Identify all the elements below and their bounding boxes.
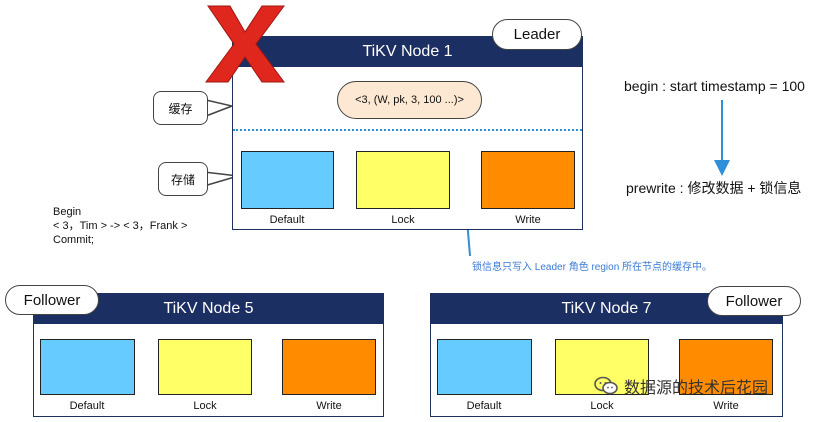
follower-role-pill-right: Follower [707, 286, 801, 316]
transaction-commit: Commit; [53, 234, 94, 246]
write-label: Write [515, 214, 541, 226]
follower-node-5: TiKV Node 5 Default Lock Write [33, 293, 384, 417]
default-label: Default [466, 400, 502, 412]
cache-callout-tail [205, 99, 235, 117]
lock-store [356, 151, 450, 209]
lock-label: Lock [193, 400, 217, 412]
transaction-begin: Begin [53, 206, 82, 218]
default-store [437, 339, 532, 395]
leader-node: TiKV Node 1 <3, (W, pk, 3, 100 ...)> Def… [232, 36, 583, 230]
lock-store [555, 339, 649, 395]
wechat-icon [594, 376, 618, 395]
red-x-icon [205, 5, 285, 83]
leader-role-pill: Leader [492, 19, 582, 50]
cache-storage-divider [233, 129, 582, 131]
watermark-text: 数据源的技术后花园 [624, 380, 769, 397]
default-label: Default [69, 400, 105, 412]
storage-callout: 存储 [158, 162, 208, 196]
prewrite-step: prewrite : 修改数据 + 锁信息 [626, 180, 802, 196]
write-label: Write [316, 400, 342, 412]
write-store [282, 339, 376, 395]
begin-step: begin : start timestamp = 100 [624, 78, 805, 94]
default-store [40, 339, 135, 395]
cache-callout: 缓存 [153, 91, 208, 125]
lock-store [158, 339, 252, 395]
follower-role-pill-left: Follower [5, 285, 99, 315]
default-store [241, 151, 334, 209]
write-store [679, 339, 773, 395]
default-label: Default [269, 214, 305, 226]
lock-label: Lock [590, 400, 614, 412]
transaction-update: < 3，Tim > -> < 3，Frank > [53, 220, 188, 232]
watermark: 数据源的技术后花园 [594, 374, 768, 398]
write-store [481, 151, 575, 209]
lock-cache-annotation: 锁信息只写入 Leader 角色 region 所在节点的缓存中。 [472, 262, 713, 273]
cache-entry: <3, (W, pk, 3, 100 ...)> [337, 81, 482, 119]
write-label: Write [713, 400, 739, 412]
lock-label: Lock [391, 214, 415, 226]
